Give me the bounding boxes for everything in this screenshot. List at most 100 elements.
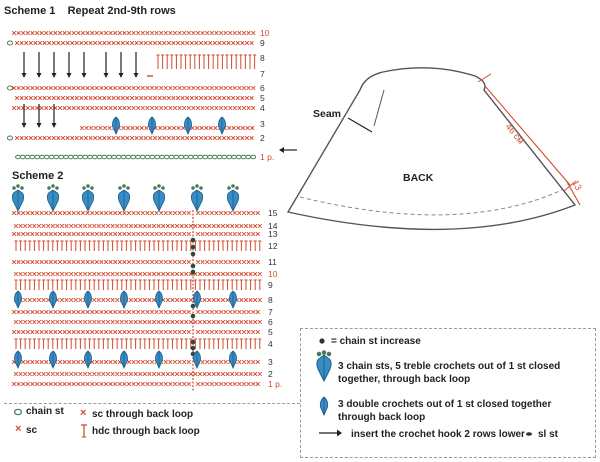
legend-five-treble: 3 chain sts, 5 treble crochets out of 1 … — [338, 361, 561, 385]
cluster-chain-dot — [153, 186, 157, 190]
sc-row — [11, 359, 260, 365]
row-number: 8 — [268, 295, 273, 305]
sc-row — [13, 371, 262, 377]
chain-stitch — [250, 154, 257, 160]
hook-lower-arrowhead — [81, 73, 87, 78]
chain-increase-dot — [190, 263, 196, 269]
sc-row — [13, 271, 262, 277]
cluster-chain-dot — [90, 186, 94, 190]
hook-lower-arrowhead — [36, 123, 42, 128]
row-number: 7 — [268, 307, 273, 317]
row-number: 7 — [260, 69, 265, 79]
row-number: 5 — [268, 327, 273, 337]
row-number: 4 — [260, 103, 265, 113]
cluster-chain-dot — [161, 186, 165, 190]
seam-pointer — [347, 117, 373, 133]
seam-line — [373, 89, 385, 127]
sc-row — [11, 30, 256, 36]
row-number: 11 — [268, 257, 277, 267]
scheme1-subtitle: Repeat 2nd-9th rows — [67, 5, 176, 17]
legend-chain-increase: = chain st increase — [331, 336, 421, 347]
row-number: 2 — [268, 369, 273, 379]
sc-row — [13, 319, 262, 325]
dim-length-line — [484, 85, 571, 186]
row-number: 15 — [268, 208, 278, 218]
row-number: 6 — [268, 317, 273, 327]
cluster-chain-dot — [126, 186, 130, 190]
chain-stitch — [6, 135, 14, 141]
legend-hook-lower: insert the crochet hook 2 rows lower — [351, 429, 525, 440]
hook-lower-arrowhead — [133, 73, 139, 78]
sc-row — [11, 329, 260, 335]
sl-st-dot-icon — [526, 432, 532, 436]
hook-lower-arrowhead — [118, 73, 124, 78]
legend-hdc-back: hdc through back loop — [92, 426, 200, 437]
row-number: 8 — [260, 53, 265, 63]
sc-row — [14, 135, 254, 141]
hdc-row — [14, 240, 262, 251]
chain-increase-dot — [190, 237, 196, 243]
seam-label: Seam — [313, 108, 342, 120]
hook-lower-arrowhead — [36, 73, 42, 78]
cluster-chain-dot — [12, 186, 16, 190]
chain-increase-dot — [190, 303, 196, 309]
hdc-row — [156, 54, 257, 69]
hdc-row — [14, 279, 262, 290]
chain-increase-dot — [190, 339, 196, 345]
cluster-chain-dot — [231, 184, 235, 188]
row-number: 14 — [268, 221, 278, 231]
scheme1-title-text: Scheme 1 — [4, 5, 56, 17]
hook-lower-arrowhead — [103, 73, 109, 78]
cluster-chain-dot — [157, 184, 161, 188]
legend-sc-back: sc through back loop — [92, 409, 194, 420]
row-number: 12 — [268, 241, 278, 251]
sc-row — [11, 381, 260, 387]
chain-stitch — [6, 40, 14, 46]
row-number: 10 — [260, 28, 270, 38]
hook-lower-arrowhead — [51, 73, 57, 78]
cluster-chain-dot — [55, 186, 59, 190]
bead-dot-icon — [319, 338, 325, 344]
row-number: 9 — [268, 280, 273, 290]
legend-sl-st: sl st — [538, 429, 559, 440]
chain-increase-dot — [190, 313, 196, 319]
row-number: 1 p. — [260, 152, 274, 162]
cluster-chain-dot — [86, 184, 90, 188]
cluster-chain-dot — [82, 186, 86, 190]
cluster-chain-dot — [191, 186, 195, 190]
cluster-chain-dot — [51, 184, 55, 188]
sc-row — [14, 95, 254, 101]
hook-lower-arrowhead — [21, 123, 27, 128]
dim-width-line — [565, 179, 581, 206]
row-number: 10 — [268, 269, 278, 279]
chain-stitch — [6, 85, 14, 91]
back-label: BACK — [403, 172, 434, 184]
chain-increase-dot — [190, 244, 196, 250]
cluster-chain-dot — [227, 186, 231, 190]
sc-back-cross-icon: × — [80, 407, 87, 419]
row-number: 3 — [268, 357, 273, 367]
garment-back-sketch — [286, 67, 581, 231]
row-number: 3 — [260, 119, 265, 129]
row-number: 5 — [260, 93, 265, 103]
sc-row — [11, 309, 260, 315]
sc-row — [11, 231, 260, 237]
hook-lower-arrowhead — [21, 73, 27, 78]
row-number: 6 — [260, 83, 265, 93]
legend-divider — [4, 403, 300, 404]
hook-lower-arrowhead — [51, 123, 57, 128]
five-treble-cluster-icon — [316, 350, 332, 383]
start-arrowhead — [279, 147, 284, 153]
scheme1-title: Scheme 1 Repeat 2nd-9th rows — [4, 5, 176, 17]
sc-row — [11, 85, 256, 91]
cluster-chain-dot — [20, 186, 24, 190]
sc-row — [11, 210, 260, 216]
cluster-chain-dot — [16, 184, 20, 188]
legend-sc: sc — [26, 425, 38, 436]
chain-increase-dot — [190, 251, 196, 257]
chain-increase-dot — [190, 269, 196, 275]
hdc-stitch-icon — [81, 424, 87, 438]
row-number: 4 — [268, 339, 273, 349]
